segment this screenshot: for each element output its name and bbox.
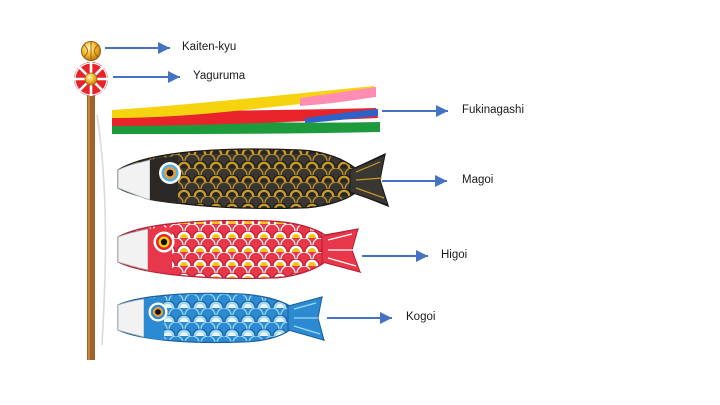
magoi-fish: [117, 148, 390, 210]
kogoi-fish: [117, 292, 326, 344]
label-kogoi: Kogoi: [406, 311, 436, 323]
higoi-fish: [117, 219, 362, 280]
label-yaguruma: Yaguruma: [193, 70, 246, 82]
yaguruma-icon: [74, 62, 108, 96]
label-magoi: Magoi: [462, 174, 494, 186]
rope: [96, 114, 107, 346]
label-fukinagashi: Fukinagashi: [462, 104, 525, 116]
pole: [87, 62, 95, 360]
kaiten-kyu-icon: [81, 41, 101, 61]
fukinagashi-streamer: [112, 86, 380, 134]
label-kaiten-kyu: Kaiten-kyu: [182, 41, 237, 53]
callout-arrows: [105, 42, 448, 324]
pole-highlight: [88, 62, 90, 360]
label-higoi: Higoi: [441, 249, 468, 261]
